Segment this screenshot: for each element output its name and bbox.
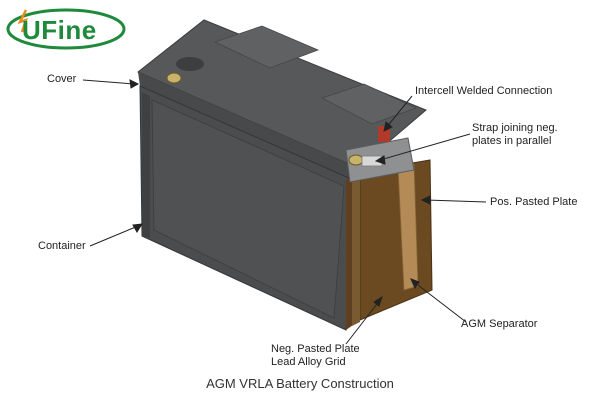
label-cover: Cover (47, 73, 77, 85)
arrowhead-pos-plate (420, 195, 431, 205)
cover-panel-left (213, 25, 320, 69)
vent-cap (176, 57, 204, 71)
leader-intercell (385, 95, 413, 129)
leader-container (89, 225, 139, 247)
ufine-logo: UFine (4, 6, 128, 52)
arrowhead-cover (129, 79, 140, 89)
cover-lip (138, 72, 358, 182)
logo-ring-icon (6, 8, 126, 50)
arrowhead-container (132, 223, 143, 233)
leader-neg-plate (345, 299, 381, 345)
label-agm-separator: AGM Separator (461, 318, 538, 330)
terminal-post (166, 72, 182, 84)
label-pos-pasted-plate: Pos. Pasted Plate (490, 196, 578, 208)
arrowhead-agm-separator (410, 278, 420, 290)
arrowhead-strap (374, 155, 386, 165)
container-rib (142, 92, 150, 238)
label-neg-plate-line2: Lead Alloy Grid (271, 356, 346, 368)
container-panel (151, 99, 345, 319)
leader-agm-separator (413, 281, 467, 323)
neg-terminal (348, 154, 364, 166)
leader-strap (379, 133, 471, 161)
arrowhead-neg-plate (373, 295, 383, 307)
cover-panel-right (320, 83, 418, 125)
leader-cover (82, 79, 135, 85)
leader-pos-plate (425, 199, 487, 203)
label-container: Container (38, 240, 86, 252)
logo-text: UFine (22, 15, 97, 45)
diagram-caption: AGM VRLA Battery Construction (206, 376, 394, 391)
arrowhead-intercell (383, 121, 393, 132)
neg-pasted-plate (352, 174, 360, 326)
label-strap-line1: Strap joining neg. (472, 122, 558, 134)
label-neg-plate-line1: Neg. Pasted Plate (271, 343, 360, 355)
label-intercell-connection: Intercell Welded Connection (415, 85, 553, 97)
label-strap-line2: plates in parallel (472, 135, 552, 147)
pos-pasted-plate (359, 159, 433, 321)
